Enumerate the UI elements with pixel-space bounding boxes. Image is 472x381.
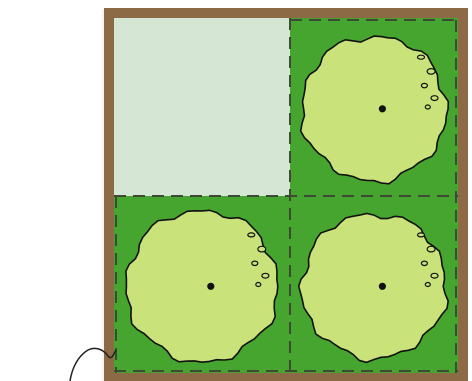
planter-frame [104,8,468,381]
grid-dividers [114,18,458,373]
